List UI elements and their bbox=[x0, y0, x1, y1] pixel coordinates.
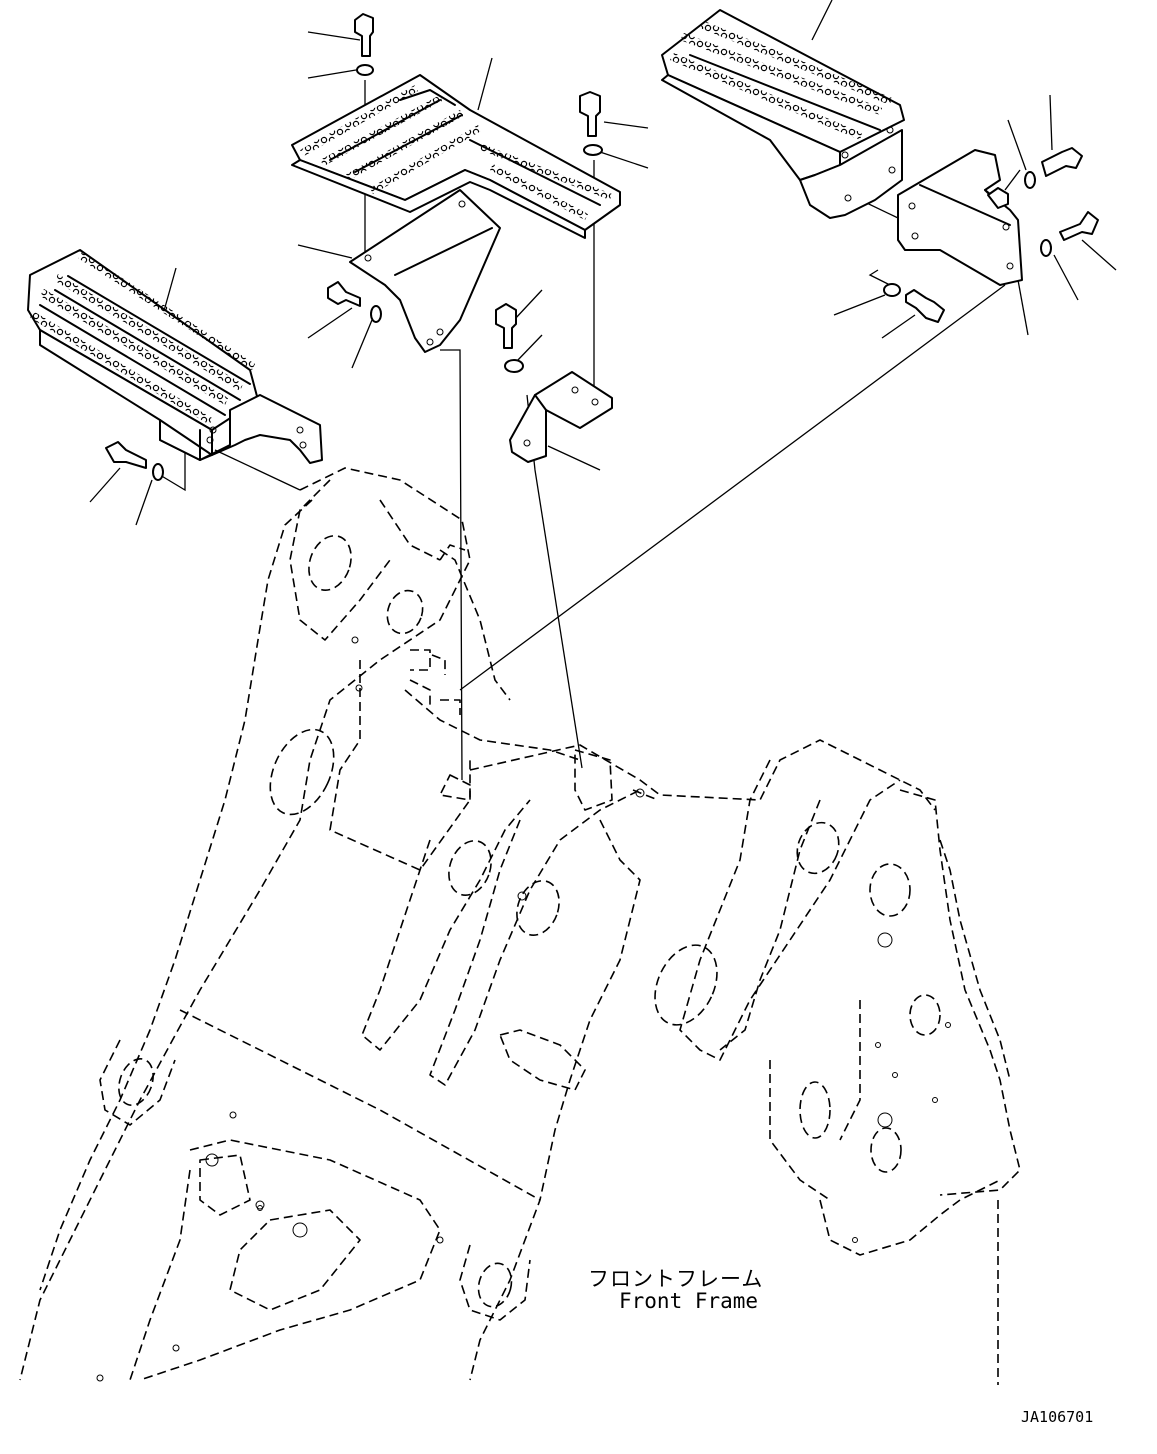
leader-lines bbox=[89, 0, 1117, 781]
center-step bbox=[291, 13, 621, 353]
front-frame bbox=[19, 467, 1021, 1385]
drawing-id: JA106701 bbox=[1021, 1408, 1094, 1426]
right-step bbox=[661, 9, 1099, 323]
front-frame-label-en: Front Frame bbox=[619, 1289, 759, 1313]
left-step bbox=[27, 249, 323, 481]
center-bracket bbox=[495, 91, 613, 463]
front-frame-label-jp: フロントフレーム bbox=[588, 1267, 764, 1291]
